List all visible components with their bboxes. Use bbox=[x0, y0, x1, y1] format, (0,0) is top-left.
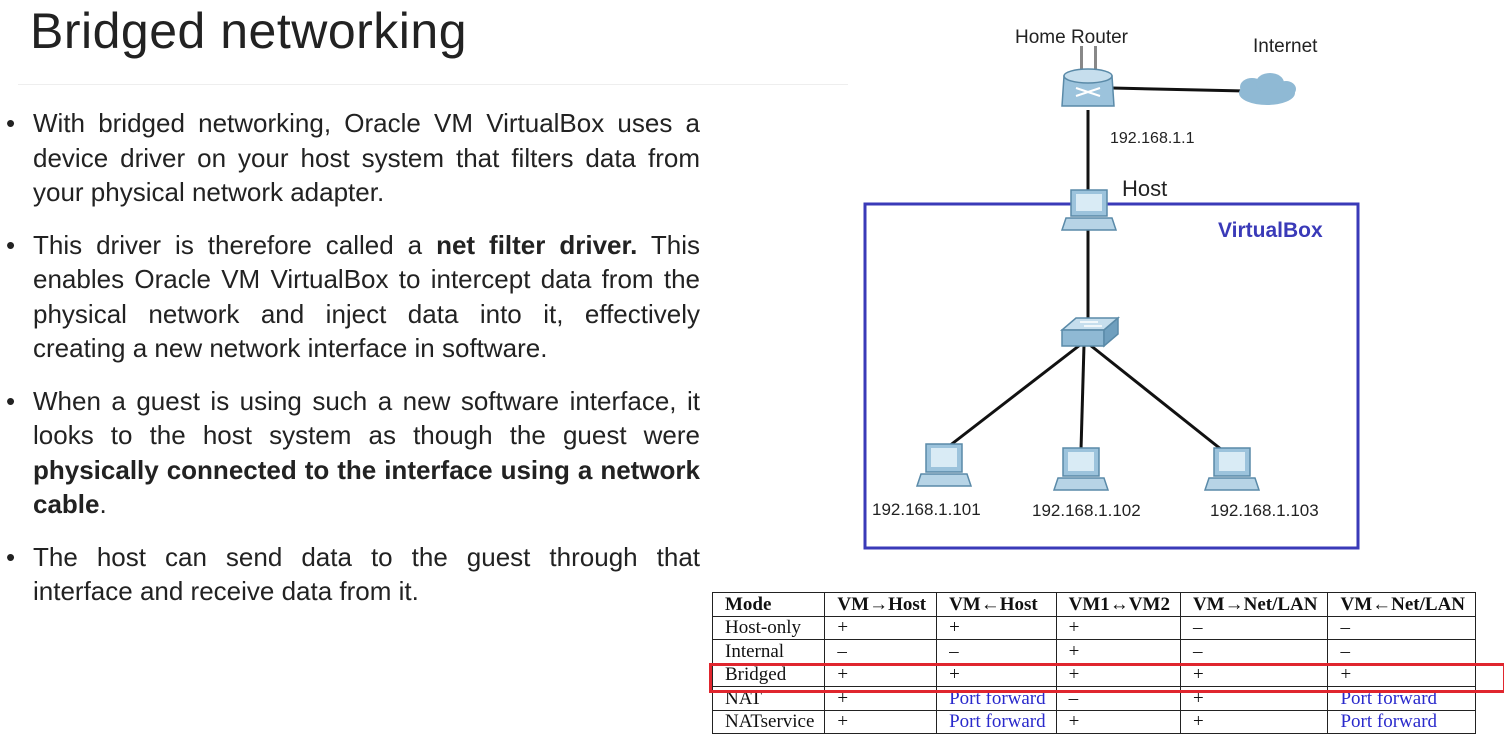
vm2-computer-icon bbox=[1052, 447, 1110, 491]
bullet-emphasis: physically connected to the interface us… bbox=[33, 454, 700, 520]
bullet-item: • With bridged networking, Oracle VM Virt… bbox=[0, 106, 700, 210]
host-label: Host bbox=[1122, 176, 1167, 201]
vm1-computer-icon bbox=[915, 443, 973, 487]
table-cell: – bbox=[936, 639, 1057, 664]
mode-cell: Host-only bbox=[711, 615, 826, 640]
bullet-dot: • bbox=[6, 229, 16, 260]
table-row: Bridged+++++ bbox=[711, 662, 1477, 687]
header-mode: Mode bbox=[711, 592, 826, 617]
header-vm1-vm2: VM1↔VM2 bbox=[1055, 592, 1181, 617]
table-cell: + bbox=[1055, 709, 1181, 734]
internet-label: Internet bbox=[1253, 36, 1318, 57]
vm2-ip: 192.168.1.102 bbox=[1032, 501, 1141, 520]
vm1-ip: 192.168.1.101 bbox=[872, 500, 981, 519]
bullet-text: With bridged networking, Oracle VM Virtu… bbox=[33, 108, 700, 207]
table-row: NATservice+Port forward++Port forward bbox=[711, 709, 1477, 734]
header-vm-to-host: VM→Host bbox=[824, 592, 938, 617]
bullet-list: • With bridged networking, Oracle VM Virt… bbox=[0, 106, 700, 627]
table-cell: + bbox=[1179, 709, 1329, 734]
router-icon bbox=[1061, 46, 1115, 107]
header-vm-from-host: VM←Host bbox=[936, 592, 1057, 617]
switch-icon bbox=[1059, 316, 1121, 348]
table-cell: – bbox=[824, 639, 938, 664]
table-cell: – bbox=[1179, 615, 1329, 640]
header-vm-to-net: VM→Net/LAN bbox=[1179, 592, 1329, 617]
bullet-dot: • bbox=[6, 385, 16, 416]
table-cell: + bbox=[936, 615, 1057, 640]
table-cell: + bbox=[824, 615, 938, 640]
bullet-item: • This driver is therefore called a net f… bbox=[0, 228, 700, 366]
host-computer-icon bbox=[1060, 189, 1118, 231]
table-header-row: Mode VM→Host VM←Host VM1↔VM2 VM→Net/LAN … bbox=[711, 592, 1477, 617]
bullet-emphasis: net filter driver. bbox=[436, 229, 638, 260]
table-cell: – bbox=[1179, 639, 1329, 664]
cloud-icon bbox=[1239, 73, 1296, 105]
router-internet-link bbox=[1111, 86, 1246, 93]
table-cell: + bbox=[1055, 639, 1181, 664]
router-label: Home Router bbox=[1015, 27, 1129, 48]
network-diagram: VirtualBox Home Router Internet 192.168.… bbox=[863, 27, 1360, 550]
table-cell: Port forward bbox=[936, 709, 1057, 734]
bullet-dot: • bbox=[6, 541, 16, 572]
bullet-item: • When a guest is using such a new softwa… bbox=[0, 384, 700, 522]
router-ip: 192.168.1.1 bbox=[1110, 130, 1195, 147]
bullet-text: When a guest is using such a new softwar… bbox=[33, 385, 700, 451]
mode-cell: NATservice bbox=[711, 709, 826, 734]
table-cell: + bbox=[824, 709, 938, 734]
table-cell: + bbox=[1055, 615, 1181, 640]
mode-cell: Internal bbox=[711, 639, 826, 664]
switch-vm2-link bbox=[1079, 344, 1086, 451]
bullet-text: The host can send data to the guest thro… bbox=[33, 541, 700, 607]
switch-vm3-link bbox=[1089, 343, 1223, 452]
table-row: Internal––+–– bbox=[711, 639, 1477, 664]
table-cell: Port forward bbox=[936, 686, 1057, 711]
bullet-text: This enables Oracle VM VirtualBox to int… bbox=[33, 229, 701, 364]
title-divider bbox=[18, 84, 848, 85]
table-cell: + bbox=[1327, 662, 1477, 687]
bullet-dot: • bbox=[6, 108, 16, 138]
virtualbox-label: VirtualBox bbox=[1218, 219, 1323, 242]
virtualbox-boundary bbox=[863, 202, 1360, 550]
bullet-text: . bbox=[99, 489, 107, 519]
switch-vm1-link bbox=[943, 343, 1081, 452]
table-cell: – bbox=[1327, 615, 1477, 640]
bridged-row-highlight bbox=[709, 663, 1504, 693]
table-cell: Port forward bbox=[1327, 709, 1477, 734]
vm3-computer-icon bbox=[1203, 447, 1261, 491]
bullet-item: • The host can send data to the guest thr… bbox=[0, 540, 700, 609]
table-row: Host-only+++–– bbox=[711, 615, 1477, 640]
bullet-text: This driver is therefore called a bbox=[33, 229, 437, 260]
header-vm-from-net: VM←Net/LAN bbox=[1327, 592, 1477, 617]
vm3-ip: 192.168.1.103 bbox=[1210, 501, 1319, 520]
table-cell: – bbox=[1327, 639, 1477, 664]
network-modes-table: Mode VM→Host VM←Host VM1↔VM2 VM→Net/LAN … bbox=[711, 592, 1477, 734]
slide-title: Bridged networking bbox=[30, 3, 468, 59]
